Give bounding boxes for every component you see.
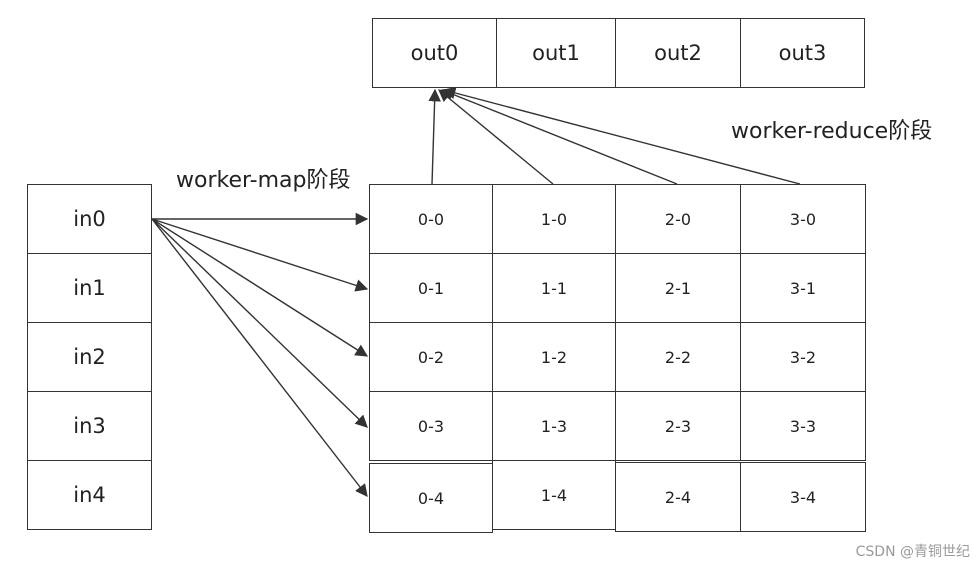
grid-cell-3-3: 3-3 [740, 391, 866, 461]
map-arrow-to-0-1 [151, 218, 369, 292]
map-arrow-to-0-3 [151, 218, 368, 428]
map-phase-label: worker-map阶段 [176, 168, 351, 193]
output-box-out2: out2 [615, 18, 741, 88]
grid-cell-1-1: 1-1 [492, 253, 616, 323]
grid-cell-3-0: 3-0 [740, 184, 866, 254]
input-box-in2: in2 [27, 322, 152, 392]
grid-cell-0-2: 0-2 [369, 322, 493, 392]
reduce-arrow-from-0-0 [428, 88, 441, 185]
map-arrow-to-0-4 [151, 218, 368, 497]
grid-cell-3-2: 3-2 [740, 322, 866, 392]
reduce-arrow-from-1-0 [438, 89, 554, 185]
output-box-out3: out3 [740, 18, 865, 88]
grid-cell-2-3: 2-3 [615, 391, 741, 461]
input-box-in1: in1 [27, 253, 152, 323]
grid-cell-0-1: 0-1 [369, 253, 493, 323]
grid-cell-2-2: 2-2 [615, 322, 741, 392]
grid-cell-3-4: 3-4 [740, 462, 866, 532]
input-box-in0: in0 [27, 184, 152, 254]
grid-cell-0-3: 0-3 [369, 391, 493, 461]
map-arrow-to-0-2 [151, 218, 369, 357]
input-box-in3: in3 [27, 391, 152, 461]
grid-cell-1-0: 1-0 [492, 184, 616, 254]
reduce-phase-label: worker-reduce阶段 [731, 119, 933, 144]
output-box-out0: out0 [372, 18, 497, 88]
grid-cell-0-0: 0-0 [369, 184, 493, 254]
grid-cell-0-4: 0-4 [369, 463, 493, 533]
grid-cell-2-1: 2-1 [615, 253, 741, 323]
reduce-arrow-from-2-0 [440, 88, 678, 185]
grid-cell-1-4: 1-4 [492, 460, 616, 530]
input-box-in4: in4 [27, 460, 152, 530]
grid-cell-2-0: 2-0 [615, 184, 741, 254]
watermark-text: CSDN @青铜世纪 [855, 544, 970, 560]
output-box-out1: out1 [496, 18, 616, 88]
reduce-arrow-from-3-0 [442, 86, 801, 185]
